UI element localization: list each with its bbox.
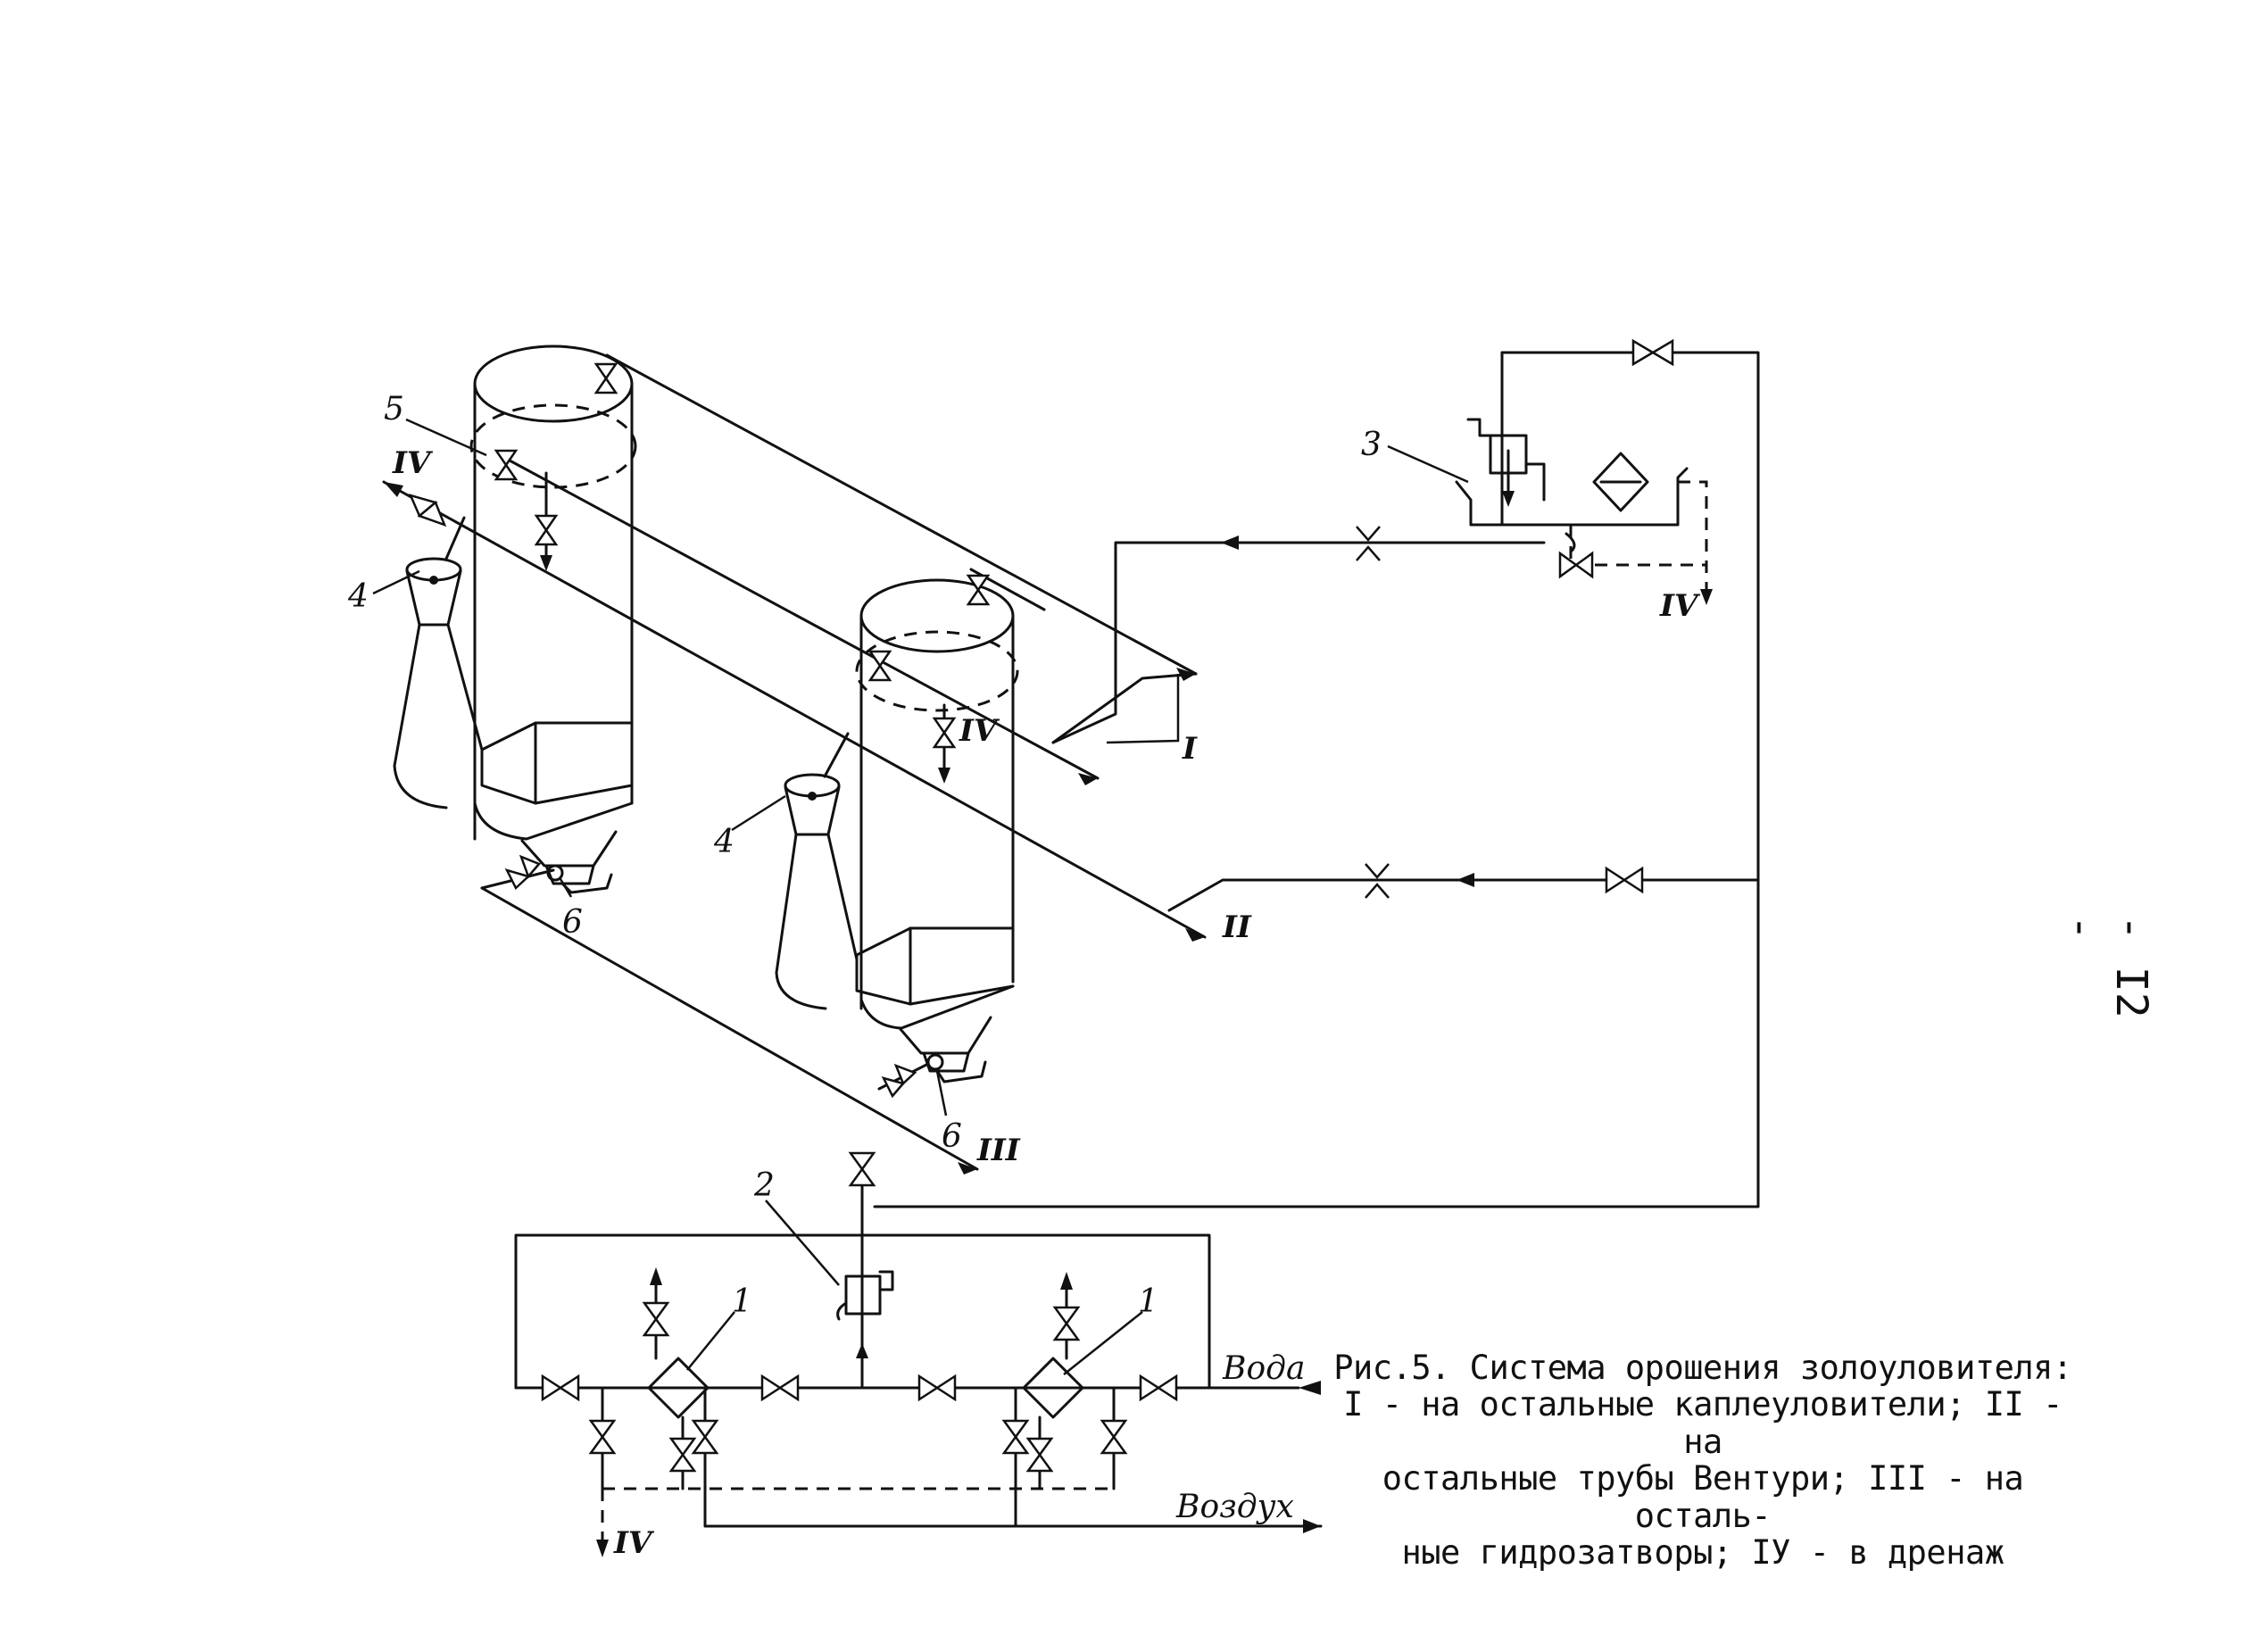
valves <box>408 338 1674 1473</box>
label-water: Вода <box>1222 1350 1305 1387</box>
label-roman-2: II <box>1222 909 1252 945</box>
valve-col1-mid <box>494 449 519 481</box>
valve-col2-mid <box>867 650 892 682</box>
label-roman-3: III <box>976 1133 1021 1168</box>
label-roman-4-col2: IV <box>959 713 1000 749</box>
label-pos2: 2 <box>753 1167 775 1204</box>
valve-drain-3 <box>691 1419 719 1455</box>
valve-venturi-supply <box>1605 866 1644 894</box>
valve-vent-right <box>1052 1306 1081 1341</box>
venturi-tube-1 <box>393 557 484 809</box>
valve-col1-top <box>593 362 618 394</box>
label-roman-1: I <box>1182 731 1198 767</box>
label-roman-4-tank: IV <box>1659 588 1701 624</box>
caption-line-1: I - на остальные каплеуловители; II - на <box>1343 1385 2063 1461</box>
leaders <box>372 418 1469 1375</box>
page-number: - I2 - <box>2056 915 2156 1018</box>
caption-title: Рис.5. Система орошения золоуловителя: <box>1333 1349 2072 1387</box>
label-pos4-right: 4 <box>713 824 735 860</box>
label-pos3: 3 <box>1361 427 1382 463</box>
valve-col2-top <box>966 574 991 606</box>
valve-header-drain <box>408 494 447 527</box>
valve-tank-drain <box>1558 551 1594 579</box>
valve-drain-6 <box>1100 1419 1128 1455</box>
valve-left-bypass <box>541 1374 580 1402</box>
orifice-2 <box>1365 863 1390 899</box>
flow-arrows <box>384 482 1713 1557</box>
caption-line-2: остальные трубы Вентури; III - на осталь… <box>1382 1459 2024 1535</box>
scrubber-column-1 <box>469 345 637 894</box>
venturi-tube-2 <box>775 773 859 1010</box>
valve-drain-2 <box>668 1437 697 1473</box>
valve-drain-4 <box>1001 1419 1030 1455</box>
label-roman-4-drain: IV <box>613 1525 655 1561</box>
valve-water-inlet <box>1139 1374 1178 1402</box>
label-roman-4-header: IV <box>392 445 434 481</box>
valve-top-bypass <box>1631 338 1674 367</box>
label-pos6-left: 6 <box>562 904 583 941</box>
label-pos5: 5 <box>384 391 404 428</box>
valve-mid-right <box>917 1374 957 1402</box>
position-labels: 5 4 4 3 2 6 6 1 1 Вода Воздух I II III I… <box>347 391 1701 1561</box>
label-pos1-right: 1 <box>1138 1283 1158 1320</box>
valve-main-riser <box>848 1151 876 1187</box>
valve-seal-1 <box>504 854 542 891</box>
valve-seal-2 <box>881 1063 917 1099</box>
scrubber-column-2 <box>855 578 1019 1083</box>
valve-col1-down <box>534 514 559 546</box>
valve-col2-down <box>932 717 957 749</box>
caption-line-3: ные гидрозатворы; IУ - в дренаж <box>1401 1533 2004 1573</box>
label-pos4-left: 4 <box>347 578 369 615</box>
supply-piping <box>873 351 1760 1208</box>
valve-vent-left <box>642 1301 670 1337</box>
figure-caption: Рис.5. Система орошения золоуловителя: I… <box>1319 1349 2087 1572</box>
label-pos1-left: 1 <box>732 1283 752 1320</box>
orifice-1 <box>1356 526 1381 561</box>
valve-drain-5 <box>1025 1437 1054 1473</box>
valve-mid-left <box>760 1374 800 1402</box>
valve-drain-1 <box>588 1419 617 1455</box>
label-pos6-right: 6 <box>942 1118 962 1155</box>
label-air: Воздух <box>1175 1489 1294 1525</box>
